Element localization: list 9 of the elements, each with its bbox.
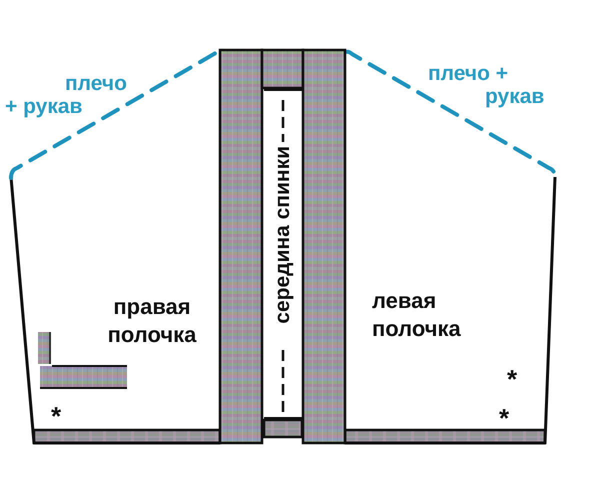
piece-label: левая полочка: [372, 287, 462, 343]
piece-label: правая полочка: [106, 293, 198, 349]
seam-label: плечо + рукав: [428, 62, 546, 108]
center-line-label: середина спинки: [272, 146, 294, 324]
seam-label: плечо + рукав: [5, 72, 128, 118]
asterisk-mark: *: [499, 408, 510, 428]
asterisk-mark: *: [507, 369, 518, 389]
back-center-strip: [264, 88, 302, 420]
asterisk-mark: *: [51, 406, 62, 426]
